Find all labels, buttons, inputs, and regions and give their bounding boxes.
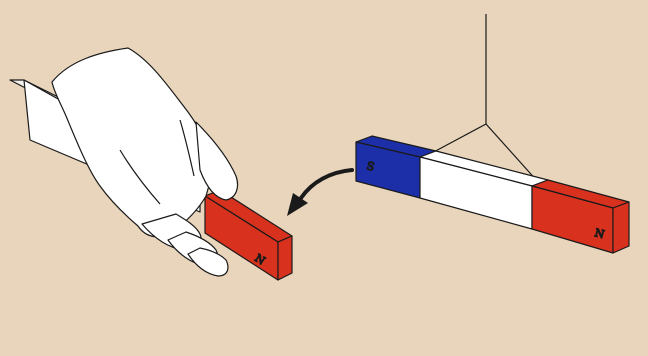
hanging-magnet-north-label: N <box>593 226 606 241</box>
curved-arrow-icon <box>287 168 354 216</box>
hanging-magnet-south-label: S <box>365 159 375 173</box>
held-magnet: N <box>204 189 293 281</box>
string-icon <box>429 14 539 183</box>
hanging-magnet-end-face <box>612 201 630 254</box>
held-magnet-end <box>277 235 293 281</box>
hand-icon <box>51 47 239 277</box>
hanging-magnet: S N <box>355 135 630 254</box>
